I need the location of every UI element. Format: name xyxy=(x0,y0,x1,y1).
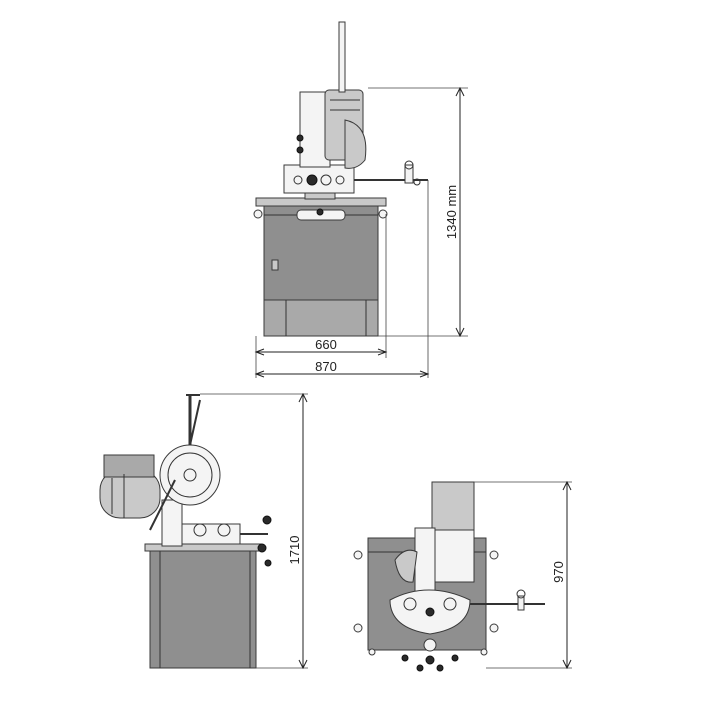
front-total-width-label: 870 xyxy=(315,359,337,374)
side-column xyxy=(161,499,183,547)
top-view: 970 xyxy=(353,480,572,672)
side-height-label: 1710 xyxy=(287,536,302,565)
front-right-lug xyxy=(378,209,388,219)
side-handle-knob-1 xyxy=(262,515,272,525)
side-cabinet xyxy=(149,548,257,669)
front-blade-guard xyxy=(344,119,367,169)
front-view: 1340 mm 660 870 xyxy=(253,21,468,378)
front-height-label: 1340 mm xyxy=(444,185,459,239)
top-depth-label: 970 xyxy=(551,561,566,583)
cabinet-door-handle xyxy=(271,259,279,271)
top-head xyxy=(431,529,475,583)
front-cabinet-drawer xyxy=(263,299,379,337)
side-vise xyxy=(179,523,241,545)
side-view: 1710 xyxy=(99,392,308,670)
front-lever xyxy=(338,21,346,93)
front-base-width-label: 660 xyxy=(315,337,337,352)
side-handle-knob-2 xyxy=(257,543,267,553)
front-left-lug xyxy=(253,209,263,219)
side-motor-cover xyxy=(103,454,155,478)
side-blade-guard xyxy=(159,444,221,506)
vise-knob xyxy=(306,174,318,186)
front-vise xyxy=(283,164,355,194)
